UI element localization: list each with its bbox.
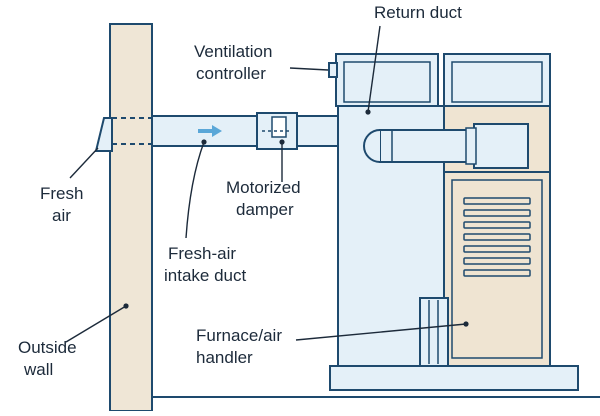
blower-box (473, 123, 529, 169)
return-connection-duct (379, 129, 475, 163)
return-duct-plenum-inner (343, 61, 431, 103)
label-outside-wall-2: wall (24, 360, 54, 379)
leader-outside-wall (65, 305, 127, 343)
leader-ventilation-controller (289, 67, 329, 71)
blower-box-flange (465, 127, 477, 165)
right-return-plenum-inner (451, 61, 543, 103)
airflow-arrowhead-duct (212, 125, 222, 137)
ventilation-controller (328, 62, 338, 78)
label-furnace-2: handler (196, 348, 253, 367)
label-motorized-damper-1: Motorized (226, 178, 301, 197)
furnace-lower-panel (451, 179, 543, 359)
label-furnace-1: Furnace/air (196, 326, 282, 345)
leader-fresh-air (69, 147, 99, 179)
leader-intake-duct (185, 141, 205, 239)
leader-return-duct (367, 25, 381, 113)
label-motorized-damper-2: damper (236, 200, 294, 219)
label-fresh-air-1: Fresh (40, 184, 84, 203)
label-intake-duct-1: Fresh-air (168, 244, 237, 263)
label-fresh-air-2: air (52, 206, 71, 225)
return-connection-elbow (363, 129, 381, 163)
label-intake-duct-2: intake duct (164, 266, 247, 285)
equipment-base (329, 365, 579, 391)
label-return-duct: Return duct (374, 3, 462, 22)
fresh-air-intake-duct (151, 115, 339, 147)
label-ventilation-controller-1: Ventilation (194, 42, 273, 61)
outside-wall (109, 23, 153, 412)
leader-dots (123, 109, 469, 327)
furnace-louvers (463, 197, 531, 277)
leader-furnace (295, 323, 467, 341)
damper-motor (271, 116, 287, 138)
fresh-air-hood (94, 117, 113, 152)
filter-slot (419, 297, 449, 367)
label-ventilation-controller-2: controller (196, 64, 266, 83)
leader-lines (65, 25, 467, 343)
label-outside-wall-1: Outside (18, 338, 77, 357)
